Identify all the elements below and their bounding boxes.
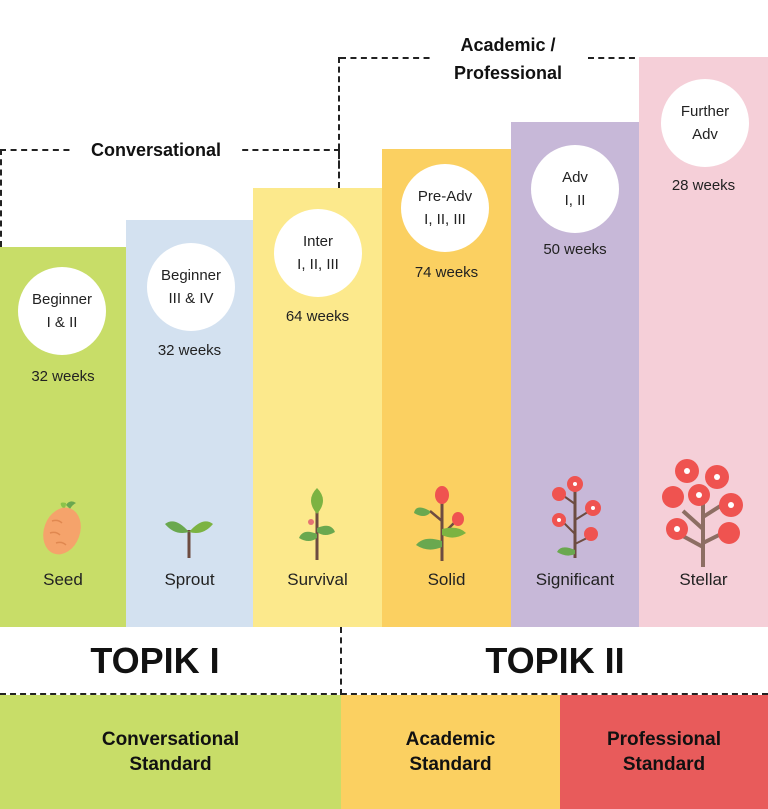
level-name: Further Adv [680,103,730,143]
stage-label: Seed [43,570,83,589]
level-name: Pre-Adv I, II, III [417,188,473,228]
standard-conversational: Conversational Standard [0,695,341,809]
budding-plant-icon [412,485,472,568]
standards-divider [0,693,768,695]
standard-academic: Academic Standard [341,695,560,809]
sweet-potato-icon [36,499,86,564]
level-column-1: Beginner I & II 32 weeks Seed [0,247,126,627]
group-label-conversational: Conversational [72,136,240,164]
level-duration: 64 weeks [285,308,350,325]
level-duration: 32 weeks [157,342,222,359]
conversational-bracket-left-edge [0,149,2,247]
group-label-academic-professional: Academic / Professional [432,31,584,87]
level-circle: Pre-Adv I, II, III [401,164,489,252]
topik-divider [340,627,342,695]
level-circle: Adv I, II [531,145,619,233]
level-duration: 28 weeks [671,177,736,194]
academic-bracket-left-edge [338,57,340,188]
level-duration: 50 weeks [543,241,607,258]
blossom-tree-icon [659,457,749,574]
stage-label: Significant [535,570,615,589]
stage-label: Sprout [164,570,215,589]
standard-label: Academic Standard [405,729,496,775]
level-name: Beginner III & IV [160,267,222,307]
academic-bracket-left [340,57,440,59]
level-circle: Further Adv [661,79,749,167]
conversational-bracket-right [232,149,340,151]
level-duration: 74 weeks [414,264,479,281]
level-column-3: Inter I, II, III 64 weeks Survival [253,188,382,627]
level-circle: Inter I, II, III [274,209,362,297]
standard-label: Conversational Standard [101,729,240,775]
level-column-6: Further Adv 28 weeks Stellar [639,57,768,627]
level-circle: Beginner I & II [18,267,106,355]
conversational-bracket-left [0,149,80,151]
level-duration: 32 weeks [31,368,95,385]
sprout-icon [163,510,215,565]
stage-label: Survival [287,570,348,589]
level-name: Adv I, II [562,169,588,209]
level-column-2: Beginner III & IV 32 weeks Sprout [126,220,253,627]
stage-label: Stellar [679,570,728,589]
standard-professional: Professional Standard [560,695,768,809]
seedling-icon [297,488,337,567]
flowering-branch-icon [549,474,605,565]
topik-two-label: TOPIK II [485,640,625,681]
level-circle: Beginner III & IV [147,243,235,331]
standard-label: Professional Standard [606,729,722,775]
topik-one-label: TOPIK I [90,640,220,681]
level-column-4: Pre-Adv I, II, III 74 weeks Solid [382,149,511,627]
level-column-5: Adv I, II 50 weeks Significant [511,122,639,627]
level-name: Beginner I & II [31,291,93,331]
level-name: Inter I, II, III [297,233,339,273]
stage-label: Solid [427,570,466,589]
